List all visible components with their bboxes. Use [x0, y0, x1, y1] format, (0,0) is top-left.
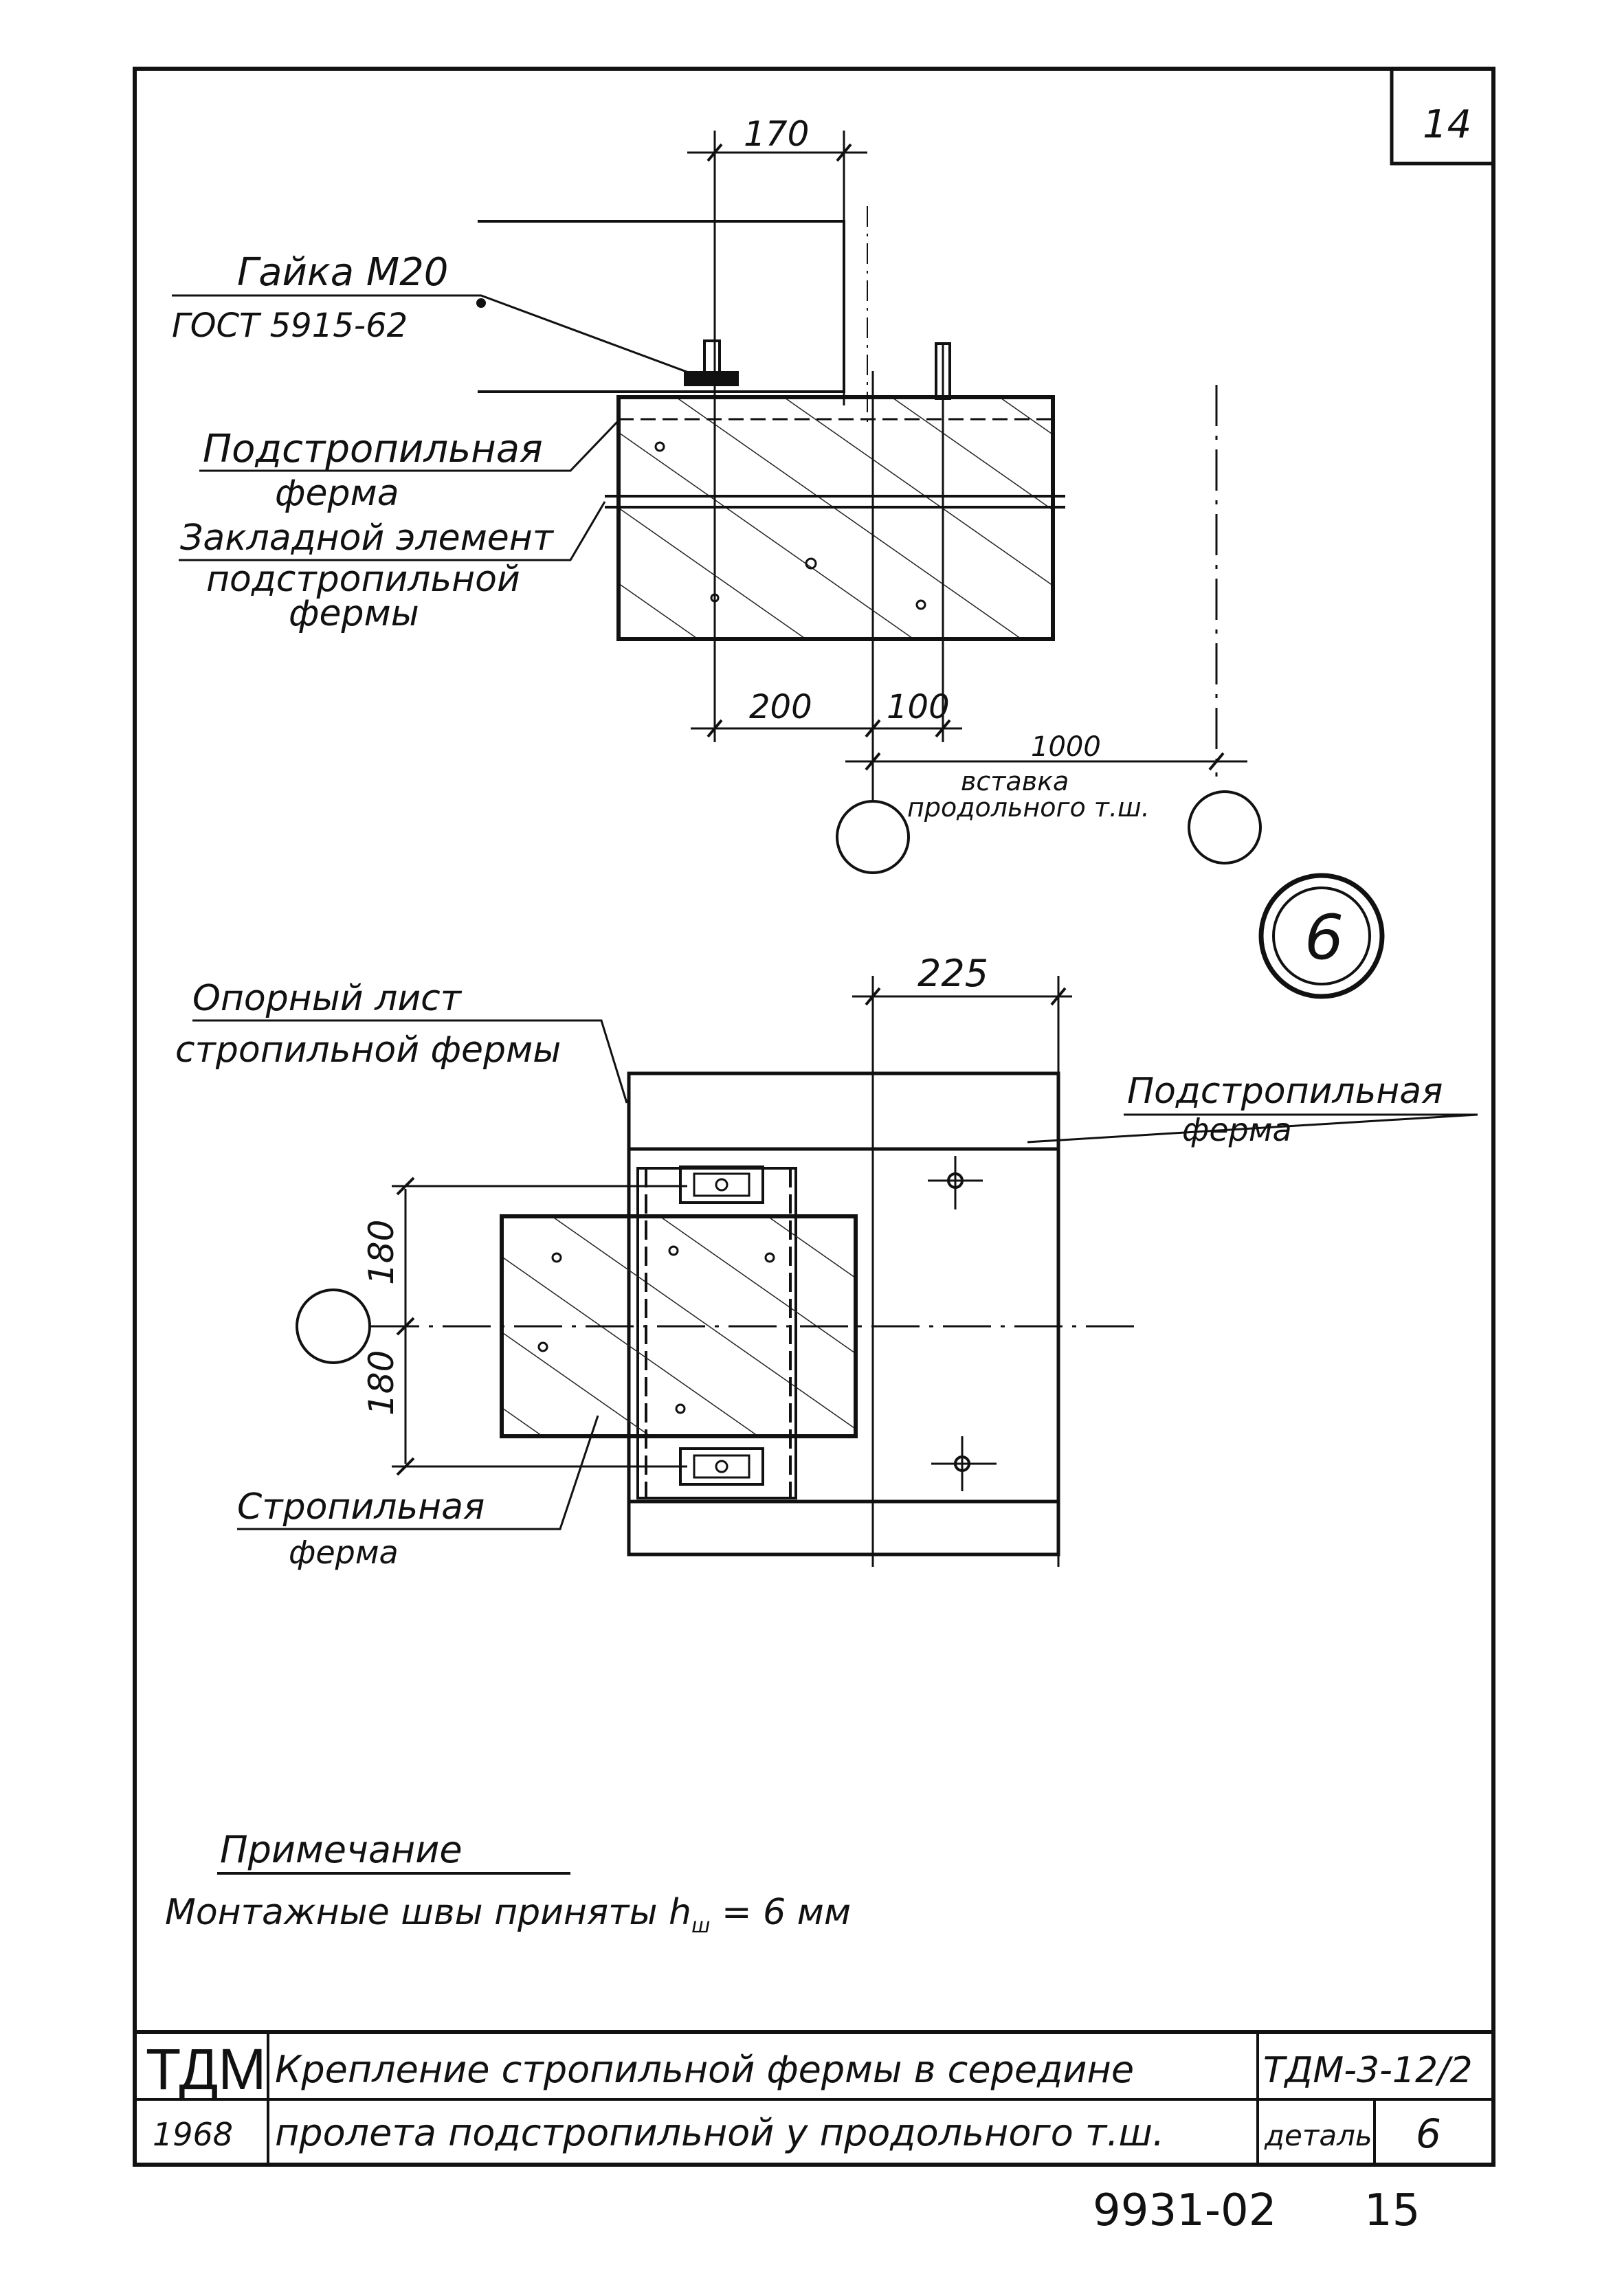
dim-100: 100: [887, 688, 950, 726]
org-mark: ТДМ: [146, 2037, 266, 2101]
title-block: ТДМ 1968 Крепление стропильной фермы в с…: [135, 2030, 1493, 2165]
axis-bubble-left: [836, 800, 910, 874]
note-heading: Примечание: [220, 1828, 463, 1871]
axis-bubble-right: [1188, 790, 1262, 864]
rafter-label-1: Стропильная: [237, 1486, 485, 1528]
nut-label-2: ГОСТ 5915-62: [172, 306, 408, 345]
dim-200: 200: [749, 688, 812, 726]
footer-code: 9931-02: [1093, 2185, 1276, 2236]
year: 1968: [153, 2116, 233, 2153]
detail-label: деталь: [1264, 2119, 1372, 2152]
nut-label-1: Гайка М20: [237, 250, 448, 295]
page-number: 14: [1423, 102, 1471, 147]
page-number-box: [1390, 67, 1495, 166]
title-line-1: Крепление стропильной фермы в середине: [275, 2048, 1134, 2091]
embed-label-1: Закладной элемент: [180, 517, 555, 559]
subtruss-label-1: Подстропильная: [1127, 1071, 1443, 1112]
detail-marker-number: 6: [1304, 902, 1344, 974]
note-block: Примечание Монтажные швы приняты hш = 6 …: [165, 1828, 851, 1938]
dim-180-lower: 180: [361, 1350, 401, 1416]
insert-label-2: продольного т.ш.: [907, 792, 1150, 823]
title-line-2: пролета подстропильной у продольного т.ш…: [275, 2111, 1164, 2154]
note-text: Монтажные швы приняты hш = 6 мм: [165, 1892, 851, 1938]
support-label-2: стропильной фермы: [175, 1029, 561, 1071]
rafter-label-2: ферма: [289, 1534, 399, 1571]
support-label-1: Опорный лист: [192, 978, 463, 1019]
doc-code: ТДМ-3-12/2: [1263, 2050, 1473, 2091]
bolt-mark-lower: [931, 1436, 997, 1491]
plan-view: 225: [175, 952, 1478, 1571]
subtruss-label-2: ферма: [1182, 1111, 1292, 1148]
embed-label-3: фермы: [289, 593, 419, 634]
embed-label-2: подстропильной: [206, 559, 520, 600]
subtruss-section: [616, 395, 1055, 641]
detail-marker: 6: [1258, 873, 1385, 999]
top-section-view: 170 200 100 1000 в: [172, 114, 1262, 874]
dim-180-upper: 180: [361, 1220, 401, 1285]
insert-label-1: вставка: [961, 766, 1069, 796]
note-text-sub: ш: [691, 1914, 710, 1938]
truss-label-2: ферма: [275, 473, 399, 514]
bolt-mark-upper: [928, 1156, 983, 1209]
detail-number: 6: [1416, 2110, 1441, 2157]
dim-225: 225: [917, 952, 988, 995]
note-text-suffix: = 6 мм: [710, 1892, 851, 1933]
footer-page: 15: [1364, 2185, 1420, 2236]
dim-1000: 1000: [1031, 731, 1101, 763]
note-text-main: Монтажные швы приняты h: [165, 1892, 691, 1933]
axis-bubble-plan: [296, 1288, 371, 1364]
dim-170: 170: [744, 114, 809, 154]
truss-label-1: Подстропильная: [203, 427, 543, 471]
sheet-frame: [133, 67, 1495, 2167]
